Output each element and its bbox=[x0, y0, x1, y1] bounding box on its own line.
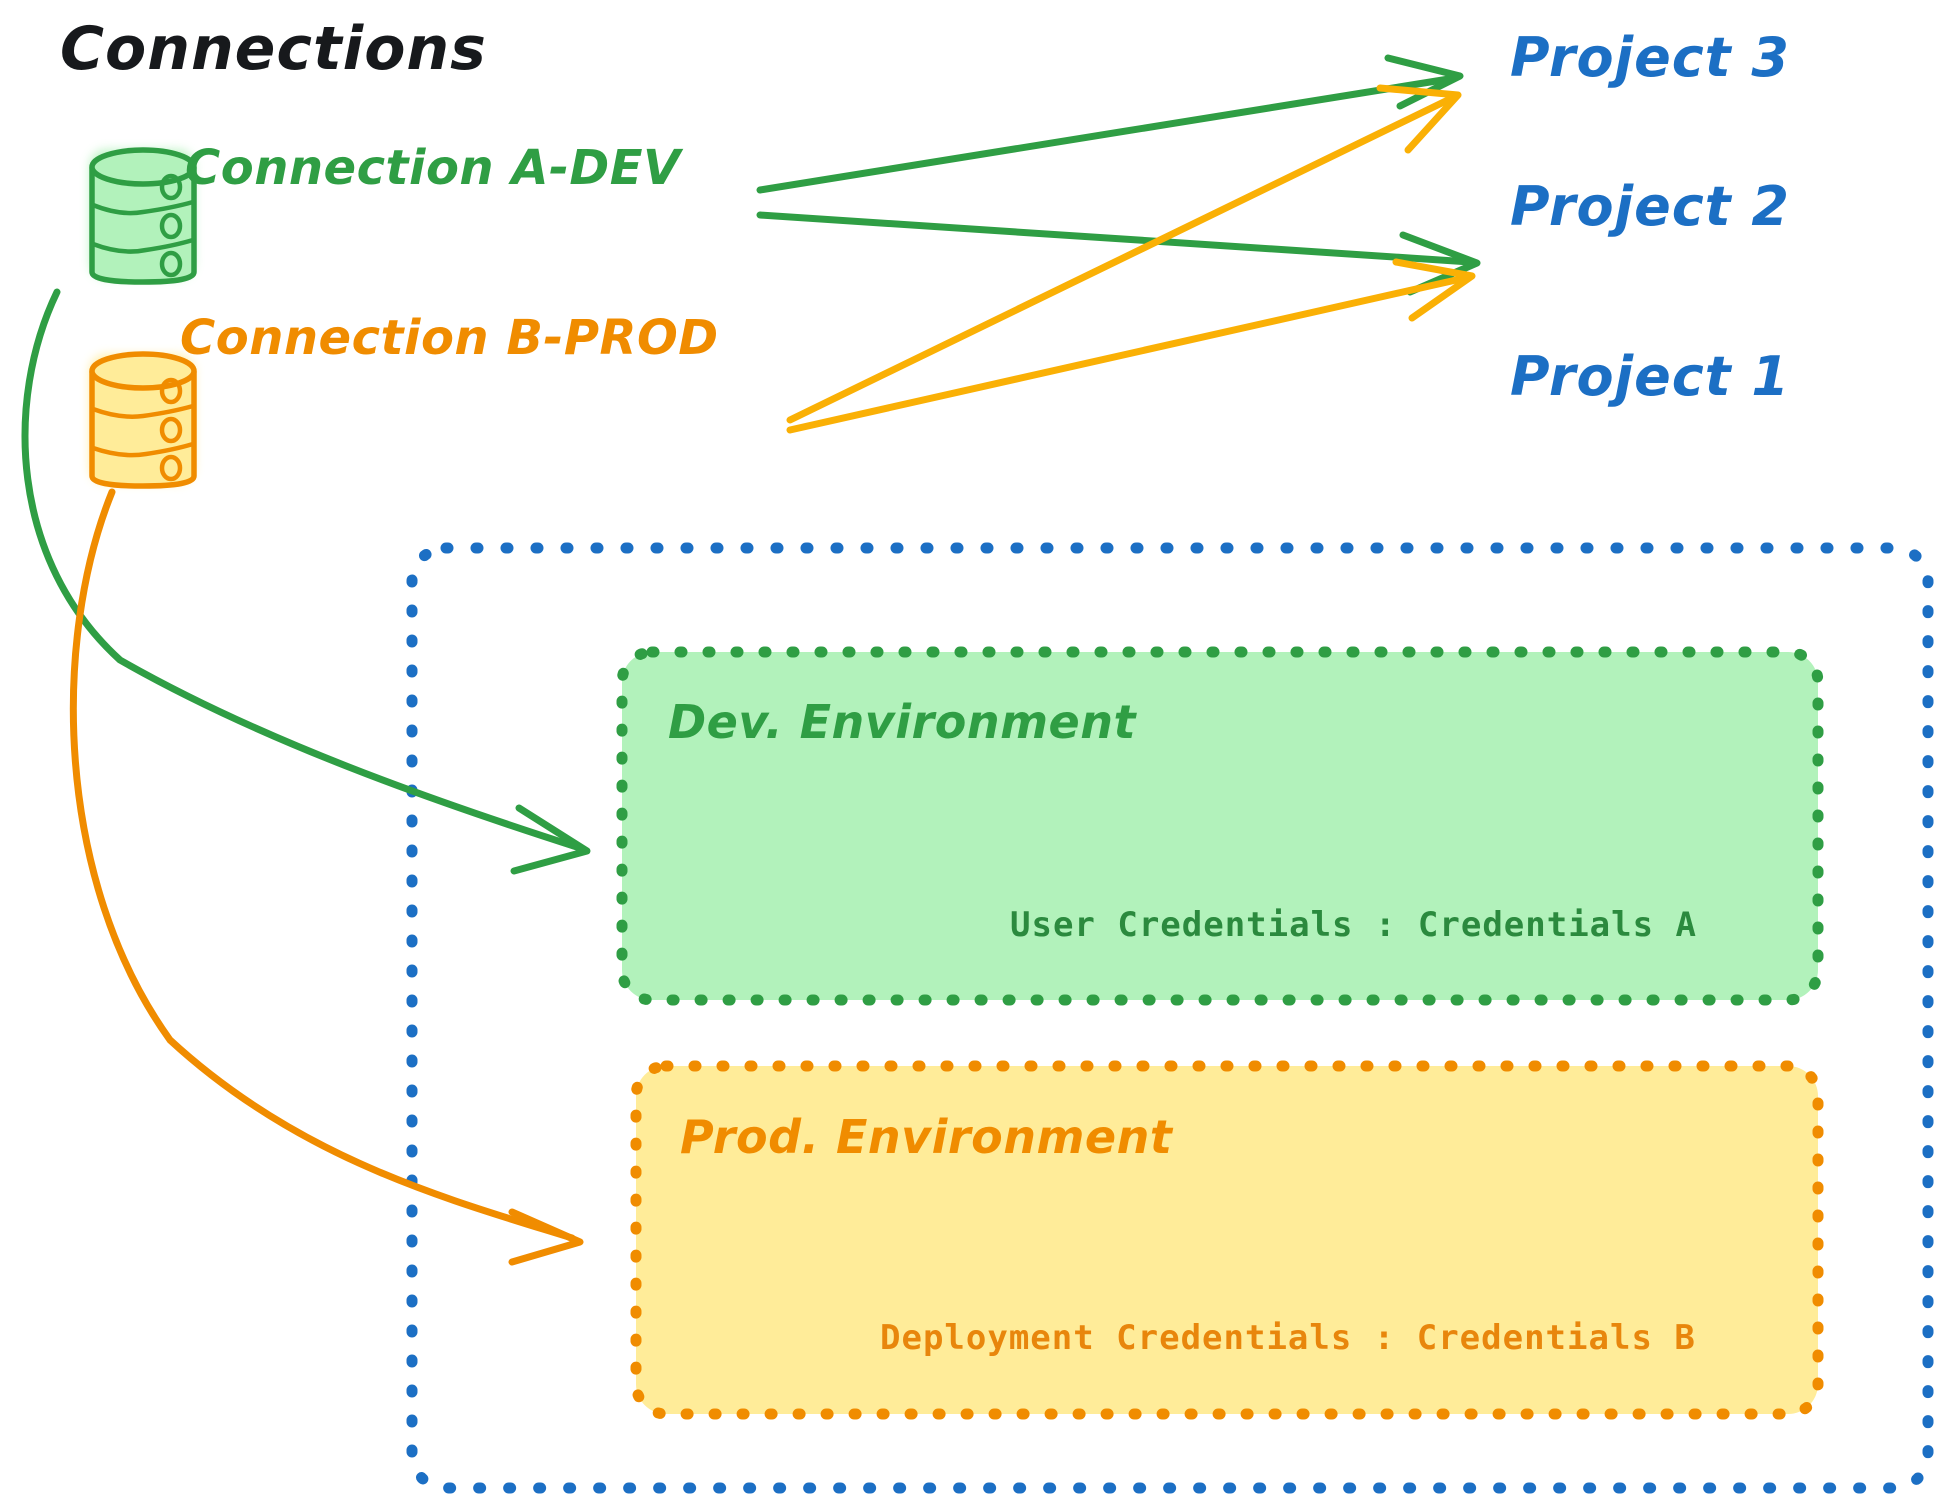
arrow-b-prod-to-project-2 bbox=[786, 258, 1476, 434]
page-title: Connections bbox=[60, 14, 487, 84]
database-icon-connection-a[interactable] bbox=[89, 147, 197, 285]
arrow-b-prod-to-project-3 bbox=[786, 84, 1462, 424]
arrow-a-dev-to-dev-environment bbox=[21, 288, 591, 875]
prod-environment-title: Prod. Environment bbox=[680, 1110, 1173, 1164]
dev-environment-credentials: User Credentials : Credentials A bbox=[1010, 905, 1698, 945]
dev-environment-title: Dev. Environment bbox=[668, 695, 1136, 749]
project-3-label[interactable]: Project 3 bbox=[1510, 26, 1790, 89]
database-icon-connection-b[interactable] bbox=[89, 351, 197, 489]
arrow-a-dev-to-project-2 bbox=[756, 211, 1481, 296]
dev-environment-box[interactable] bbox=[616, 646, 1824, 1006]
prod-environment-credentials: Deployment Credentials : Credentials B bbox=[880, 1318, 1696, 1358]
project-2-label[interactable]: Project 2 bbox=[1510, 175, 1790, 238]
connection-b-prod-label[interactable]: Connection B-PROD bbox=[180, 310, 719, 366]
arrow-b-prod-to-prod-environment bbox=[69, 488, 584, 1266]
connection-a-dev-label[interactable]: Connection A-DEV bbox=[185, 140, 681, 196]
project-1-container-border bbox=[406, 542, 1934, 1494]
prod-environment-box[interactable] bbox=[630, 1060, 1824, 1420]
arrow-a-dev-to-project-3 bbox=[756, 54, 1464, 194]
project-1-label[interactable]: Project 1 bbox=[1510, 345, 1790, 408]
